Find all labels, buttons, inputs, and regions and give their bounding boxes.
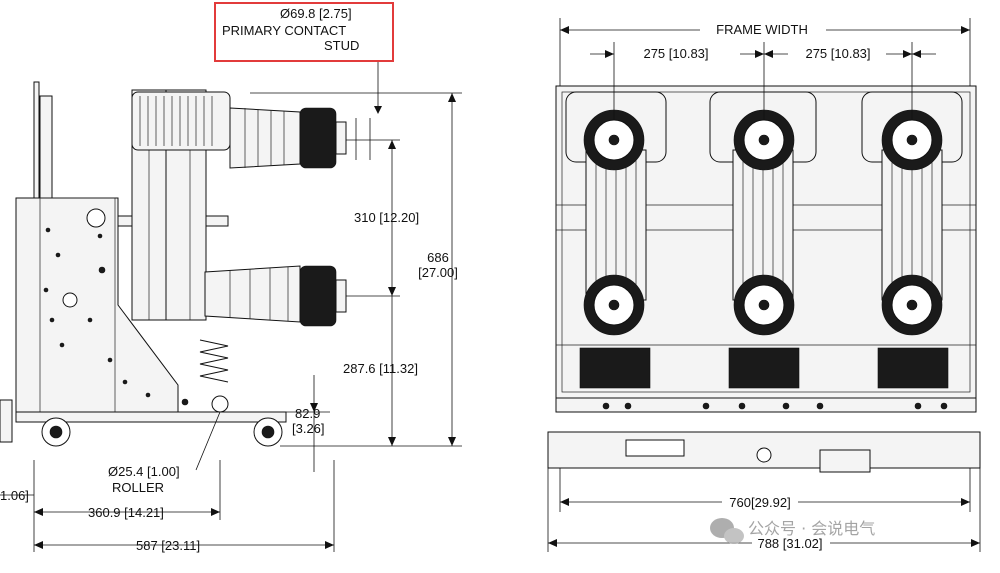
wechat-icon xyxy=(710,518,744,544)
upper-contact-cluster xyxy=(299,107,337,169)
front-base xyxy=(555,397,977,413)
dim-587-label: 587 [23.11] xyxy=(136,538,200,553)
dim-82-inch-label: [3.26] xyxy=(292,421,325,436)
rail-handle xyxy=(0,399,13,443)
base-holes xyxy=(602,402,948,410)
chassis-hole xyxy=(86,208,106,228)
watermark-text: 公众号 · 会说电气 xyxy=(748,519,875,538)
frame-width-label: FRAME WIDTH xyxy=(716,22,808,37)
pole-left xyxy=(565,91,667,389)
base-rail xyxy=(15,411,287,423)
dim-360-label: 360.9 [14.21] xyxy=(88,505,164,520)
dim-287-label: 287.6 [11.32] xyxy=(343,361,418,376)
callout-stud: STUD xyxy=(324,38,359,53)
dim-1-06-label: 1.06] xyxy=(0,488,29,503)
front-view xyxy=(547,85,981,473)
upper-stud xyxy=(335,121,347,155)
dim-82-label: 82.9 xyxy=(295,406,320,421)
lower-insulator xyxy=(204,265,301,323)
upper-insulator xyxy=(229,107,301,169)
primary-contact-callout-box xyxy=(214,2,394,62)
lower-insulator-ribs xyxy=(229,267,289,321)
upper-fins xyxy=(139,96,213,146)
roller-diameter-label: Ø25.4 [1.00] xyxy=(108,464,180,479)
callout-primary-contact: PRIMARY CONTACT xyxy=(222,23,346,38)
dim-275-right-label: 275 [10.83] xyxy=(805,46,870,61)
roller xyxy=(211,395,229,413)
lower-stud xyxy=(335,279,347,313)
spring xyxy=(199,339,229,383)
side-view xyxy=(0,81,347,447)
side-dimensions xyxy=(0,92,462,552)
callout-diameter: Ø69.8 [2.75] xyxy=(280,6,352,21)
dim-686-inch-label: [27.00] xyxy=(418,265,458,280)
upper-housing xyxy=(131,91,231,151)
dim-686-label: 686 xyxy=(427,250,449,265)
dim-275-left-label: 275 [10.83] xyxy=(643,46,708,61)
dim-760-label: 760[29.92] xyxy=(729,495,790,510)
roller-label: ROLLER xyxy=(112,480,164,495)
chassis-knob xyxy=(62,292,78,308)
upper-insulator-ribs xyxy=(244,108,285,168)
front-dimensions xyxy=(547,18,981,552)
dim-788-label: 788 [31.02] xyxy=(757,536,822,551)
pole-middle xyxy=(709,91,817,389)
lower-contact-cluster xyxy=(299,265,337,327)
chassis-rivets xyxy=(43,227,189,406)
dim-310-label: 310 [12.20] xyxy=(354,210,419,225)
watermark: 公众号 · 会说电气 xyxy=(710,518,875,544)
pole-right xyxy=(861,91,963,389)
